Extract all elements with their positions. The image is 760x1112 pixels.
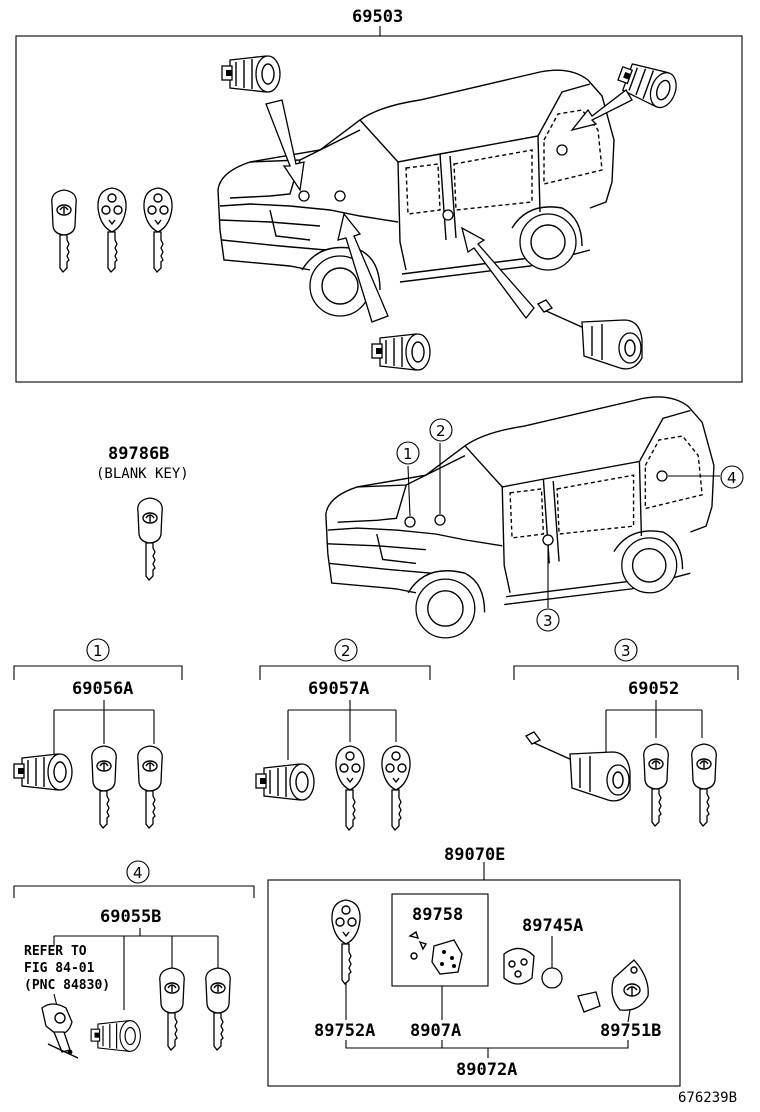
key-remote-icon (97, 187, 127, 273)
label-set4: 69055B (100, 907, 161, 927)
button-cover-icon (503, 947, 535, 985)
label-kit-part-a: 89758 (412, 905, 463, 925)
battery-icon (541, 967, 563, 989)
key-remote-icon (381, 745, 411, 831)
label-top-assembly: 69503 (352, 7, 403, 27)
label-blank-key-note: (BLANK KEY) (96, 466, 189, 482)
label-blank-key: 89786B (108, 444, 169, 464)
cylinder-icon (13, 753, 73, 791)
key-head-icon (611, 959, 649, 1011)
key-plain-icon (205, 967, 231, 1051)
callout-4: 4 (133, 864, 143, 882)
inner-part-frame (391, 893, 489, 987)
key-plain-icon (137, 745, 163, 829)
label-set3: 69052 (628, 679, 679, 699)
door-cylinder-icon (537, 299, 643, 370)
label-set2: 69057A (308, 679, 369, 699)
ignition-cylinder-icon (221, 55, 281, 93)
callout-3: 3 (621, 642, 631, 660)
callout-2: 2 (341, 642, 351, 660)
refer-line-2: FIG 84-01 (24, 961, 95, 976)
label-set1: 69056A (72, 679, 133, 699)
blank-key-icon (137, 497, 163, 581)
label-kit-part-d: 8907A (410, 1021, 461, 1041)
key-plain-icon (159, 967, 185, 1051)
label-transmitter-kit: 89070E (444, 845, 505, 865)
key-plain-icon (51, 189, 77, 273)
cap-icon (577, 991, 601, 1013)
cylinder-icon (255, 763, 315, 801)
key-remote-icon (143, 187, 173, 273)
vehicle-outline-middle (325, 396, 715, 639)
label-kit-part-e: 89751B (600, 1021, 661, 1041)
label-kit-subassembly: 89072A (456, 1060, 517, 1080)
latch-icon (41, 1003, 79, 1059)
glove-cylinder-icon (371, 333, 431, 371)
refer-line-3: (PNC 84830) (24, 978, 110, 993)
refer-line-1: REFER TO (24, 944, 87, 959)
drawing-number: 676239B (678, 1090, 737, 1106)
callout-4: 4 (727, 469, 737, 487)
transmitter-kit-frame (267, 879, 681, 1087)
top-assembly-frame (15, 35, 743, 383)
key-plain-icon (643, 743, 669, 827)
callout-1: 1 (93, 642, 103, 660)
cylinder-icon (90, 1020, 141, 1052)
key-remote-icon (331, 899, 361, 985)
label-kit-part-b: 89745A (522, 916, 583, 936)
callout-3: 3 (543, 612, 553, 630)
callout-1: 1 (403, 445, 413, 463)
key-plain-icon (91, 745, 117, 829)
circuit-board-icon (408, 930, 463, 975)
key-plain-icon (691, 743, 717, 827)
label-kit-part-c: 89752A (314, 1021, 375, 1041)
callout-2: 2 (436, 422, 446, 440)
door-cylinder-icon (525, 731, 631, 802)
key-remote-icon (335, 745, 365, 831)
